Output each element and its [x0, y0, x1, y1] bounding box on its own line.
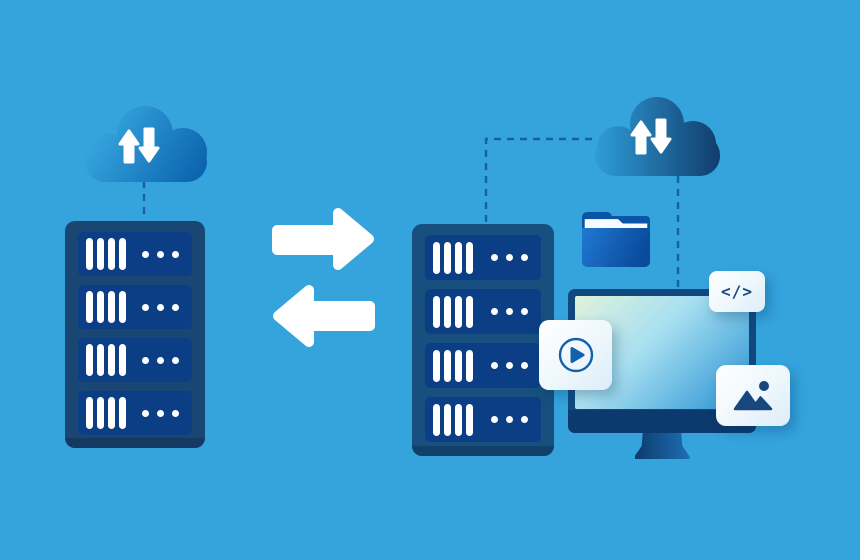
cloud-upload-download-icon: [85, 106, 207, 182]
upload-download-arrows: [630, 118, 672, 155]
image-card: [716, 365, 790, 426]
led-dots-icon: [142, 250, 179, 258]
vent-bars-icon: [86, 238, 126, 270]
vent-bars-icon: [433, 241, 473, 274]
monitor-stand: [634, 433, 690, 459]
arrow-right: [272, 208, 374, 270]
server-unit: [425, 397, 541, 442]
play-video-icon: [558, 337, 593, 373]
image-icon: [733, 380, 773, 410]
server-rack-left: [65, 221, 205, 448]
led-dots-icon: [491, 416, 528, 423]
upload-download-arrows: [118, 127, 160, 164]
led-dots-icon: [491, 362, 528, 369]
folder-paper: [584, 219, 648, 229]
vent-bars-icon: [86, 344, 126, 376]
server-unit: [78, 338, 192, 382]
cloud-upload-download-icon: [595, 97, 720, 176]
sync-arrows-icon: [272, 208, 375, 347]
server-unit: [78, 285, 192, 329]
arrow-left: [273, 285, 375, 347]
vent-bars-icon: [433, 403, 473, 436]
folder-front: [582, 228, 650, 267]
led-dots-icon: [142, 356, 179, 364]
server-unit: [425, 343, 541, 388]
vent-bars-icon: [433, 295, 473, 328]
led-dots-icon: [491, 308, 528, 315]
vent-bars-icon: [86, 291, 126, 323]
server-unit: [425, 289, 541, 334]
connector-right-server-to-cloud: [484, 137, 594, 222]
server-rack-right: [412, 224, 554, 456]
folder-icon: [582, 212, 650, 267]
led-dots-icon: [142, 409, 179, 417]
code-icon: </>: [721, 282, 753, 301]
led-dots-icon: [142, 303, 179, 311]
vent-bars-icon: [86, 397, 126, 429]
video-card: [539, 320, 612, 390]
monitor-chin: [568, 410, 756, 433]
server-unit: [78, 232, 192, 276]
server-unit: [78, 391, 192, 435]
vent-bars-icon: [433, 349, 473, 382]
server-unit: [425, 235, 541, 280]
code-card: </>: [709, 271, 765, 312]
led-dots-icon: [491, 254, 528, 261]
